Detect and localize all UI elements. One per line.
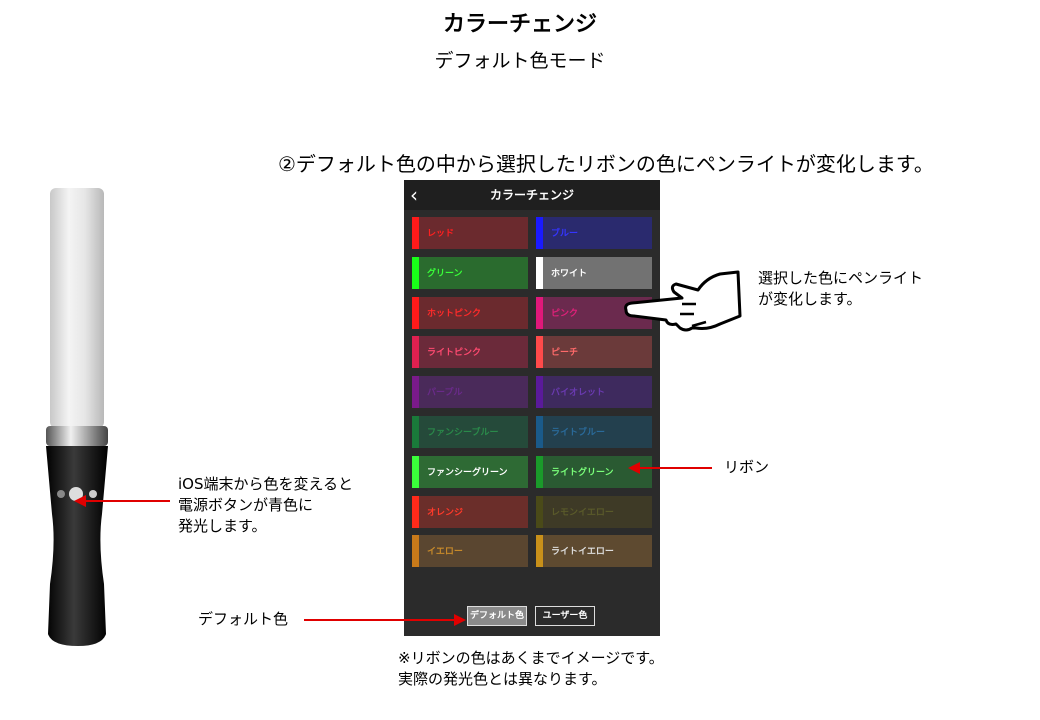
note: ※リボンの色はあくまでイメージです。 実際の発光色とは異なります。 [398, 648, 664, 690]
ribbon-color-bar [536, 455, 543, 488]
ribbon-label: ブルー [551, 229, 579, 239]
ribbon-label: レモンイエロー [551, 507, 614, 518]
ribbon-color-bar [536, 495, 543, 528]
callout-select-line1: 選択した色にペンライト [758, 269, 924, 287]
ribbon-item[interactable]: ライトピンク [412, 336, 528, 369]
callout-ios-line2: 電源ボタンが青色に [178, 496, 314, 514]
ios-callout-arrow [84, 500, 170, 502]
ribbon-label: レッド [427, 229, 455, 239]
ribbon-label: イエロー [427, 547, 463, 558]
user-color-button[interactable]: ユーザー色 [535, 606, 595, 626]
ribbon-color-bar [412, 217, 419, 249]
ribbon-item[interactable]: ピーチ [536, 336, 652, 369]
ribbon-color-bar [412, 416, 419, 448]
ribbon-label: バイオレット [551, 388, 606, 399]
chevron-left-icon[interactable]: ‹ [410, 183, 418, 207]
note-line1: ※リボンの色はあくまでイメージです。 [398, 649, 664, 667]
ribbon-color-bar [412, 455, 419, 488]
ribbon-item[interactable]: グリーン [412, 256, 528, 289]
phone-header: ‹ カラーチェンジ [404, 180, 660, 210]
callout-select: 選択した色にペンライト が変化します。 [758, 268, 923, 310]
ribbon-item[interactable]: ファンシーグリーン [412, 455, 528, 488]
page-title: カラーチェンジ [442, 12, 597, 37]
ribbon-label: オレンジ [427, 507, 464, 518]
callout-ios-line3: 発光します。 [178, 517, 267, 535]
ribbon-item[interactable]: ライトイエロー [536, 535, 652, 568]
ribbon-label: ファンシーグリーン [427, 467, 508, 478]
ribbon-color-bar [536, 535, 543, 568]
ribbon-item[interactable]: オレンジ [412, 495, 528, 528]
ribbon-color-bar [412, 336, 419, 369]
ios-arrow-head [74, 495, 86, 507]
note-line2: 実際の発光色とは異なります。 [398, 670, 607, 688]
ribbon-color-bar [536, 217, 543, 249]
ribbon-label: グリーン [427, 268, 463, 279]
pointing-hand-icon [622, 264, 744, 334]
callout-default: デフォルト色 [198, 610, 289, 628]
ribbon-color-bar [536, 296, 543, 329]
ribbon-item[interactable]: ライトブルー [536, 416, 652, 448]
ribbon-item[interactable]: レッド [412, 217, 528, 249]
ribbon-color-bar [412, 495, 419, 528]
ribbon-item[interactable]: イエロー [412, 535, 528, 568]
instruction-text: ②デフォルト色の中から選択したリボンの色にペンライトが変化します。 [278, 152, 934, 176]
ribbon-label: パープル [427, 388, 463, 399]
ribbon-color-bar [412, 256, 419, 289]
ribbon-item[interactable]: ホワイト [536, 256, 652, 289]
ribbon-label: ホワイト [551, 268, 588, 279]
ribbon-label: ホットピンク [427, 308, 482, 319]
ribbon-color-bar [536, 336, 543, 369]
default-arrow-head [454, 614, 466, 626]
ribbon-color-bar [412, 296, 419, 329]
ribbon-item[interactable]: ブルー [536, 217, 652, 249]
penlight-icon [36, 184, 126, 654]
ribbon-color-bar [536, 376, 543, 409]
ribbon-label: ライトイエロー [551, 547, 614, 558]
ribbon-label: ファンシーブルー [427, 428, 499, 438]
ribbon-item[interactable]: レモンイエロー [536, 495, 652, 528]
callout-ios-line1: iOS端末から色を変えると [178, 475, 354, 493]
callout-ribbon: リボン [724, 458, 770, 476]
ribbon-arrow-head [628, 462, 640, 474]
phone-header-title: カラーチェンジ [489, 188, 574, 202]
ribbon-label: ライトブルー [551, 428, 606, 438]
ribbon-callout-arrow [640, 467, 712, 469]
ribbon-color-bar [536, 416, 543, 448]
callout-ios: iOS端末から色を変えると 電源ボタンが青色に 発光します。 [178, 474, 353, 537]
ribbon-label: ライトピンク [427, 348, 482, 359]
ribbon-label: ピンク [551, 308, 579, 319]
ribbon-color-bar [412, 535, 419, 568]
ribbon-item[interactable]: ホットピンク [412, 296, 528, 329]
default-color-button[interactable]: デフォルト色 [467, 606, 527, 626]
ribbon-item[interactable]: パープル [412, 376, 528, 409]
ribbon-color-bar [536, 256, 543, 289]
ribbon-item[interactable]: ファンシーブルー [412, 416, 528, 448]
default-callout-arrow [304, 619, 454, 621]
ribbon-label: ライトグリーン [551, 467, 614, 478]
ribbon-color-bar [412, 376, 419, 409]
page-subtitle: デフォルト色モード [434, 50, 606, 72]
callout-select-line2: が変化します。 [758, 290, 862, 308]
phone-screen: ‹ カラーチェンジ レッド ブルーグリーン ホワイトホットピンク ピンクライトピンク ピ… [404, 180, 660, 636]
ribbon-item[interactable]: バイオレット [536, 376, 652, 409]
ribbon-label: ピーチ [551, 348, 579, 359]
